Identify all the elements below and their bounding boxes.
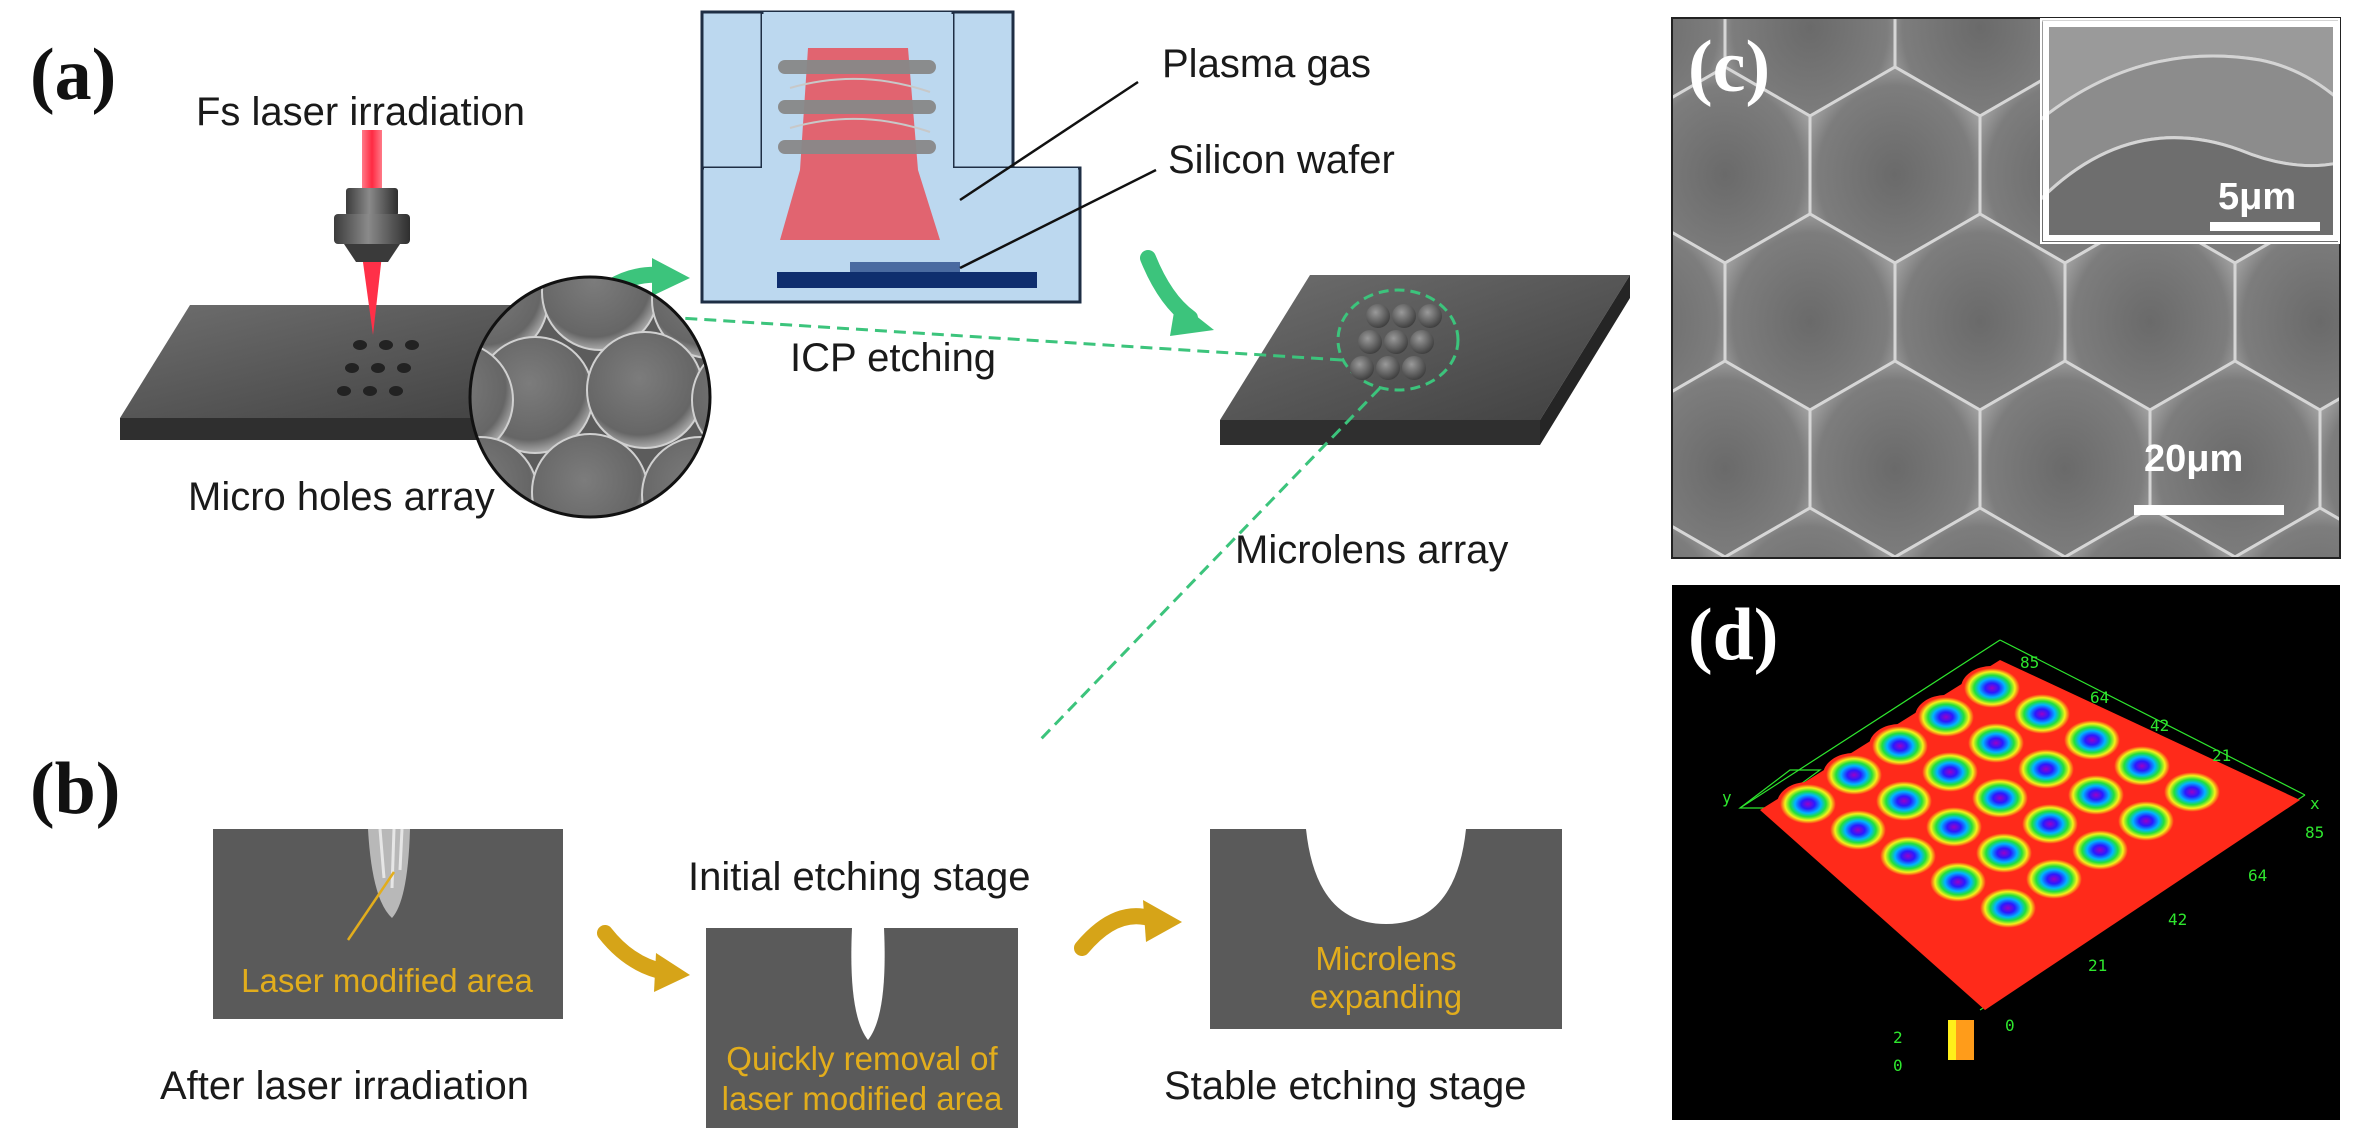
inset-scale-label: 5μm — [2218, 176, 2297, 218]
panel-label-b: (b) — [30, 748, 121, 830]
profile-dimple — [2019, 802, 2081, 846]
gold-arrow-1 — [597, 925, 690, 992]
profile-dimple — [2023, 857, 2085, 901]
inset-scale-bar — [2210, 222, 2320, 231]
top-tick-3: 21 — [2212, 746, 2232, 765]
right-tick-1: 64 — [2248, 866, 2268, 885]
top-tick-1: 64 — [2090, 688, 2110, 707]
right-tick-0: 85 — [2305, 823, 2325, 842]
after-laser-block — [213, 828, 563, 1019]
top-tick-0: 85 — [2020, 653, 2040, 672]
microlens-array-label: Microlens array — [1235, 528, 1509, 572]
profile-dimple — [1965, 721, 2027, 765]
main-scale-label: 20μm — [2144, 438, 2244, 480]
green-arrow-2 — [1140, 250, 1214, 336]
profile-dimple — [1877, 834, 1939, 878]
right-tick-3: 21 — [2088, 956, 2108, 975]
profile-dimple — [1827, 808, 1889, 852]
profile-dimple — [1823, 753, 1885, 797]
plasma-gas-label: Plasma gas — [1162, 42, 1371, 86]
stable-etching-block — [1210, 829, 1562, 1029]
zoom-lines — [679, 316, 1382, 742]
objective-lens — [334, 188, 410, 262]
icp-etching-label: ICP etching — [790, 336, 997, 380]
profile-dimple — [1869, 724, 1931, 768]
gold-arrow-2 — [1074, 900, 1182, 956]
quick-removal-line2: laser modified area — [721, 1080, 1003, 1117]
microlens-expanding-line2: expanding — [1309, 978, 1463, 1015]
profile-dimple — [2011, 692, 2073, 736]
icp-chamber — [700, 10, 1157, 304]
profile-dimple — [2061, 718, 2123, 762]
sem-zoom-circle — [468, 275, 712, 519]
main-scale-bar — [2134, 505, 2284, 515]
after-laser-label: After laser irradiation — [160, 1064, 530, 1108]
initial-etching-block — [706, 928, 1018, 1128]
profile-dimple — [2115, 799, 2177, 843]
profile-dimple — [1961, 666, 2023, 710]
profile-dimple — [1777, 782, 1839, 826]
profile-dimple — [2111, 744, 2173, 788]
profile-dimple — [2065, 773, 2127, 817]
micro-holes-label: Micro holes array — [188, 475, 495, 519]
right-tick-2: 42 — [2168, 910, 2188, 929]
profile-dimple — [1973, 831, 2035, 875]
profile-dimple — [2069, 828, 2131, 872]
laser-modified-label: Laser modified area — [241, 962, 533, 999]
profile-dimple — [1923, 805, 1985, 849]
panel-label-d: (d) — [1688, 594, 1779, 676]
profile-dimple — [2161, 770, 2223, 814]
panel-label-a: (a) — [30, 34, 117, 116]
quick-removal-line1: Quickly removal of — [726, 1040, 998, 1077]
profile-dimple — [1969, 776, 2031, 820]
sem-image — [1671, 17, 2341, 559]
initial-etching-label: Initial etching stage — [688, 855, 1031, 899]
profile-dimple — [1927, 860, 1989, 904]
x-axis-label: x — [2310, 794, 2320, 813]
profile-3d — [1672, 585, 2340, 1120]
top-tick-2: 42 — [2150, 716, 2170, 735]
profile-dimple — [1873, 779, 1935, 823]
profile-dimple — [1919, 750, 1981, 794]
profile-dimple — [1915, 695, 1977, 739]
microlens-slab — [1220, 275, 1630, 445]
y-axis-label: y — [1722, 788, 1732, 807]
microlens-expanding-line1: Microlens — [1315, 940, 1457, 977]
panel-label-c: (c) — [1688, 26, 1771, 108]
right-tick-4: 0 — [2005, 1016, 2015, 1035]
stable-etching-label: Stable etching stage — [1164, 1064, 1527, 1108]
z-tick-1: 0 — [1893, 1056, 1903, 1075]
laser-beam — [362, 130, 382, 335]
silicon-wafer-label: Silicon wafer — [1168, 138, 1395, 182]
z-tick-0: 2 — [1893, 1028, 1903, 1047]
profile-dimple — [1977, 886, 2039, 930]
profile-dimple — [2015, 747, 2077, 791]
fs-laser-label: Fs laser irradiation — [196, 90, 526, 134]
